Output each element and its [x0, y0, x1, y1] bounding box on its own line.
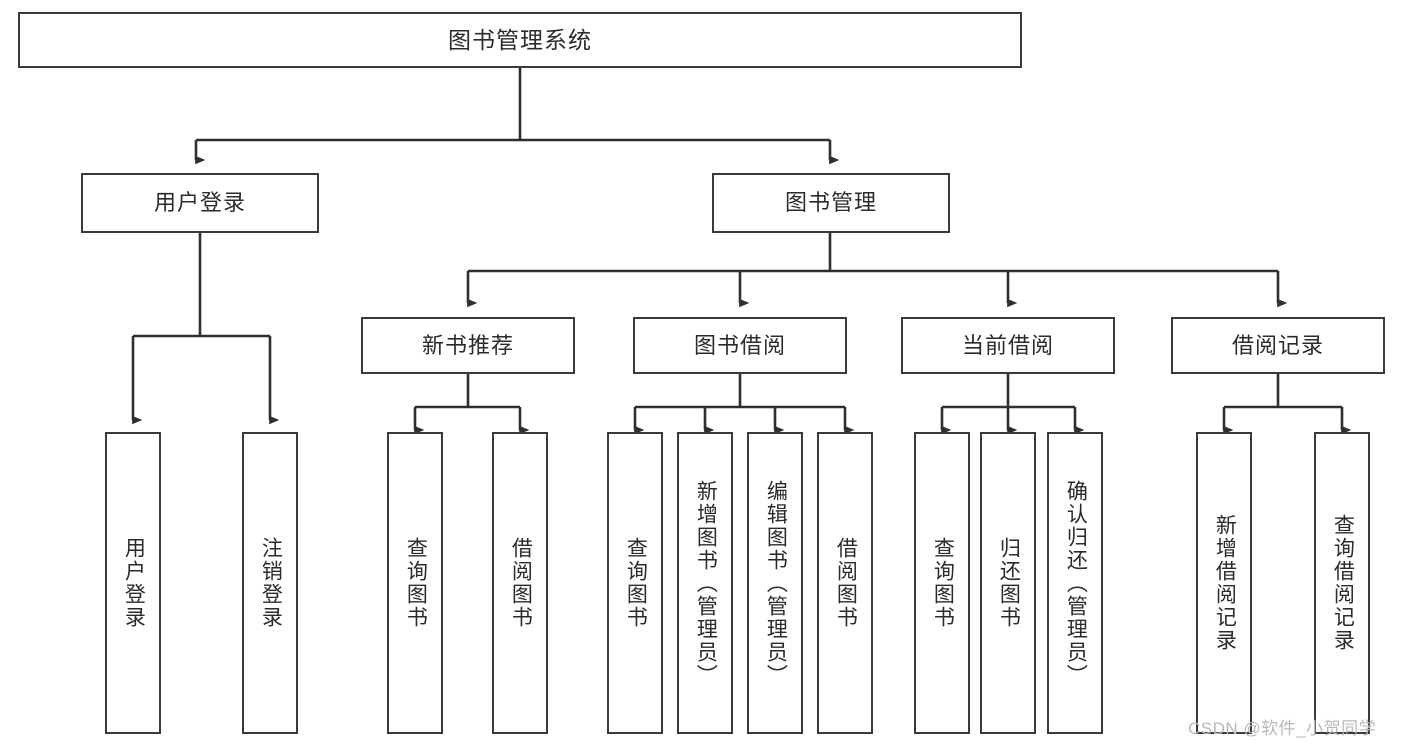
node-label: 用户登录	[122, 537, 146, 629]
leaf-query-book-recommend[interactable]: 查询图书	[387, 432, 443, 734]
node-current-borrow[interactable]: 当前借阅	[901, 317, 1115, 374]
node-label: 确认归还（管理员）	[1064, 479, 1088, 687]
node-book-management[interactable]: 图书管理	[712, 173, 950, 233]
leaf-query-borrow-record[interactable]: 查询借阅记录	[1314, 432, 1370, 734]
node-book-borrow[interactable]: 图书借阅	[633, 317, 847, 374]
node-label: 借阅记录	[1231, 332, 1324, 358]
node-label: 编辑图书（管理员）	[764, 479, 788, 687]
node-borrow-record[interactable]: 借阅记录	[1171, 317, 1385, 374]
leaf-confirm-return-admin[interactable]: 确认归还（管理员）	[1047, 432, 1103, 734]
leaf-query-book-current[interactable]: 查询图书	[914, 432, 970, 734]
node-label: 查询借阅记录	[1331, 514, 1355, 652]
node-label: 用户登录	[153, 190, 246, 215]
leaf-logout-login[interactable]: 注销登录	[242, 432, 298, 734]
leaf-add-borrow-record[interactable]: 新增借阅记录	[1196, 432, 1252, 734]
node-label: 新书推荐	[421, 332, 514, 358]
node-label: 查询图书	[931, 537, 955, 629]
leaf-user-login[interactable]: 用户登录	[105, 432, 161, 734]
leaf-query-book-borrow[interactable]: 查询图书	[607, 432, 663, 734]
leaf-add-book-admin[interactable]: 新增图书（管理员）	[677, 432, 733, 734]
node-label: 归还图书	[997, 537, 1021, 629]
node-label: 新增图书（管理员）	[694, 479, 718, 687]
node-label: 新增借阅记录	[1213, 514, 1237, 652]
node-label: 借阅图书	[834, 537, 858, 629]
leaf-return-book[interactable]: 归还图书	[980, 432, 1036, 734]
node-label: 图书管理系统	[448, 26, 592, 53]
node-label: 注销登录	[259, 537, 283, 629]
node-label: 查询图书	[624, 537, 648, 629]
node-new-book-recommend[interactable]: 新书推荐	[361, 317, 575, 374]
csdn-watermark: CSDN @软件_小贺同学	[1188, 719, 1377, 738]
node-root-system[interactable]: 图书管理系统	[18, 12, 1022, 68]
node-label: 查询图书	[404, 537, 428, 629]
node-label: 图书管理	[784, 190, 877, 215]
node-label: 图书借阅	[693, 332, 786, 358]
node-user-login[interactable]: 用户登录	[81, 173, 319, 233]
node-label: 当前借阅	[961, 332, 1054, 358]
leaf-edit-book-admin[interactable]: 编辑图书（管理员）	[747, 432, 803, 734]
leaf-borrow-book[interactable]: 借阅图书	[817, 432, 873, 734]
node-label: 借阅图书	[509, 537, 533, 629]
leaf-borrow-book-recommend[interactable]: 借阅图书	[492, 432, 548, 734]
